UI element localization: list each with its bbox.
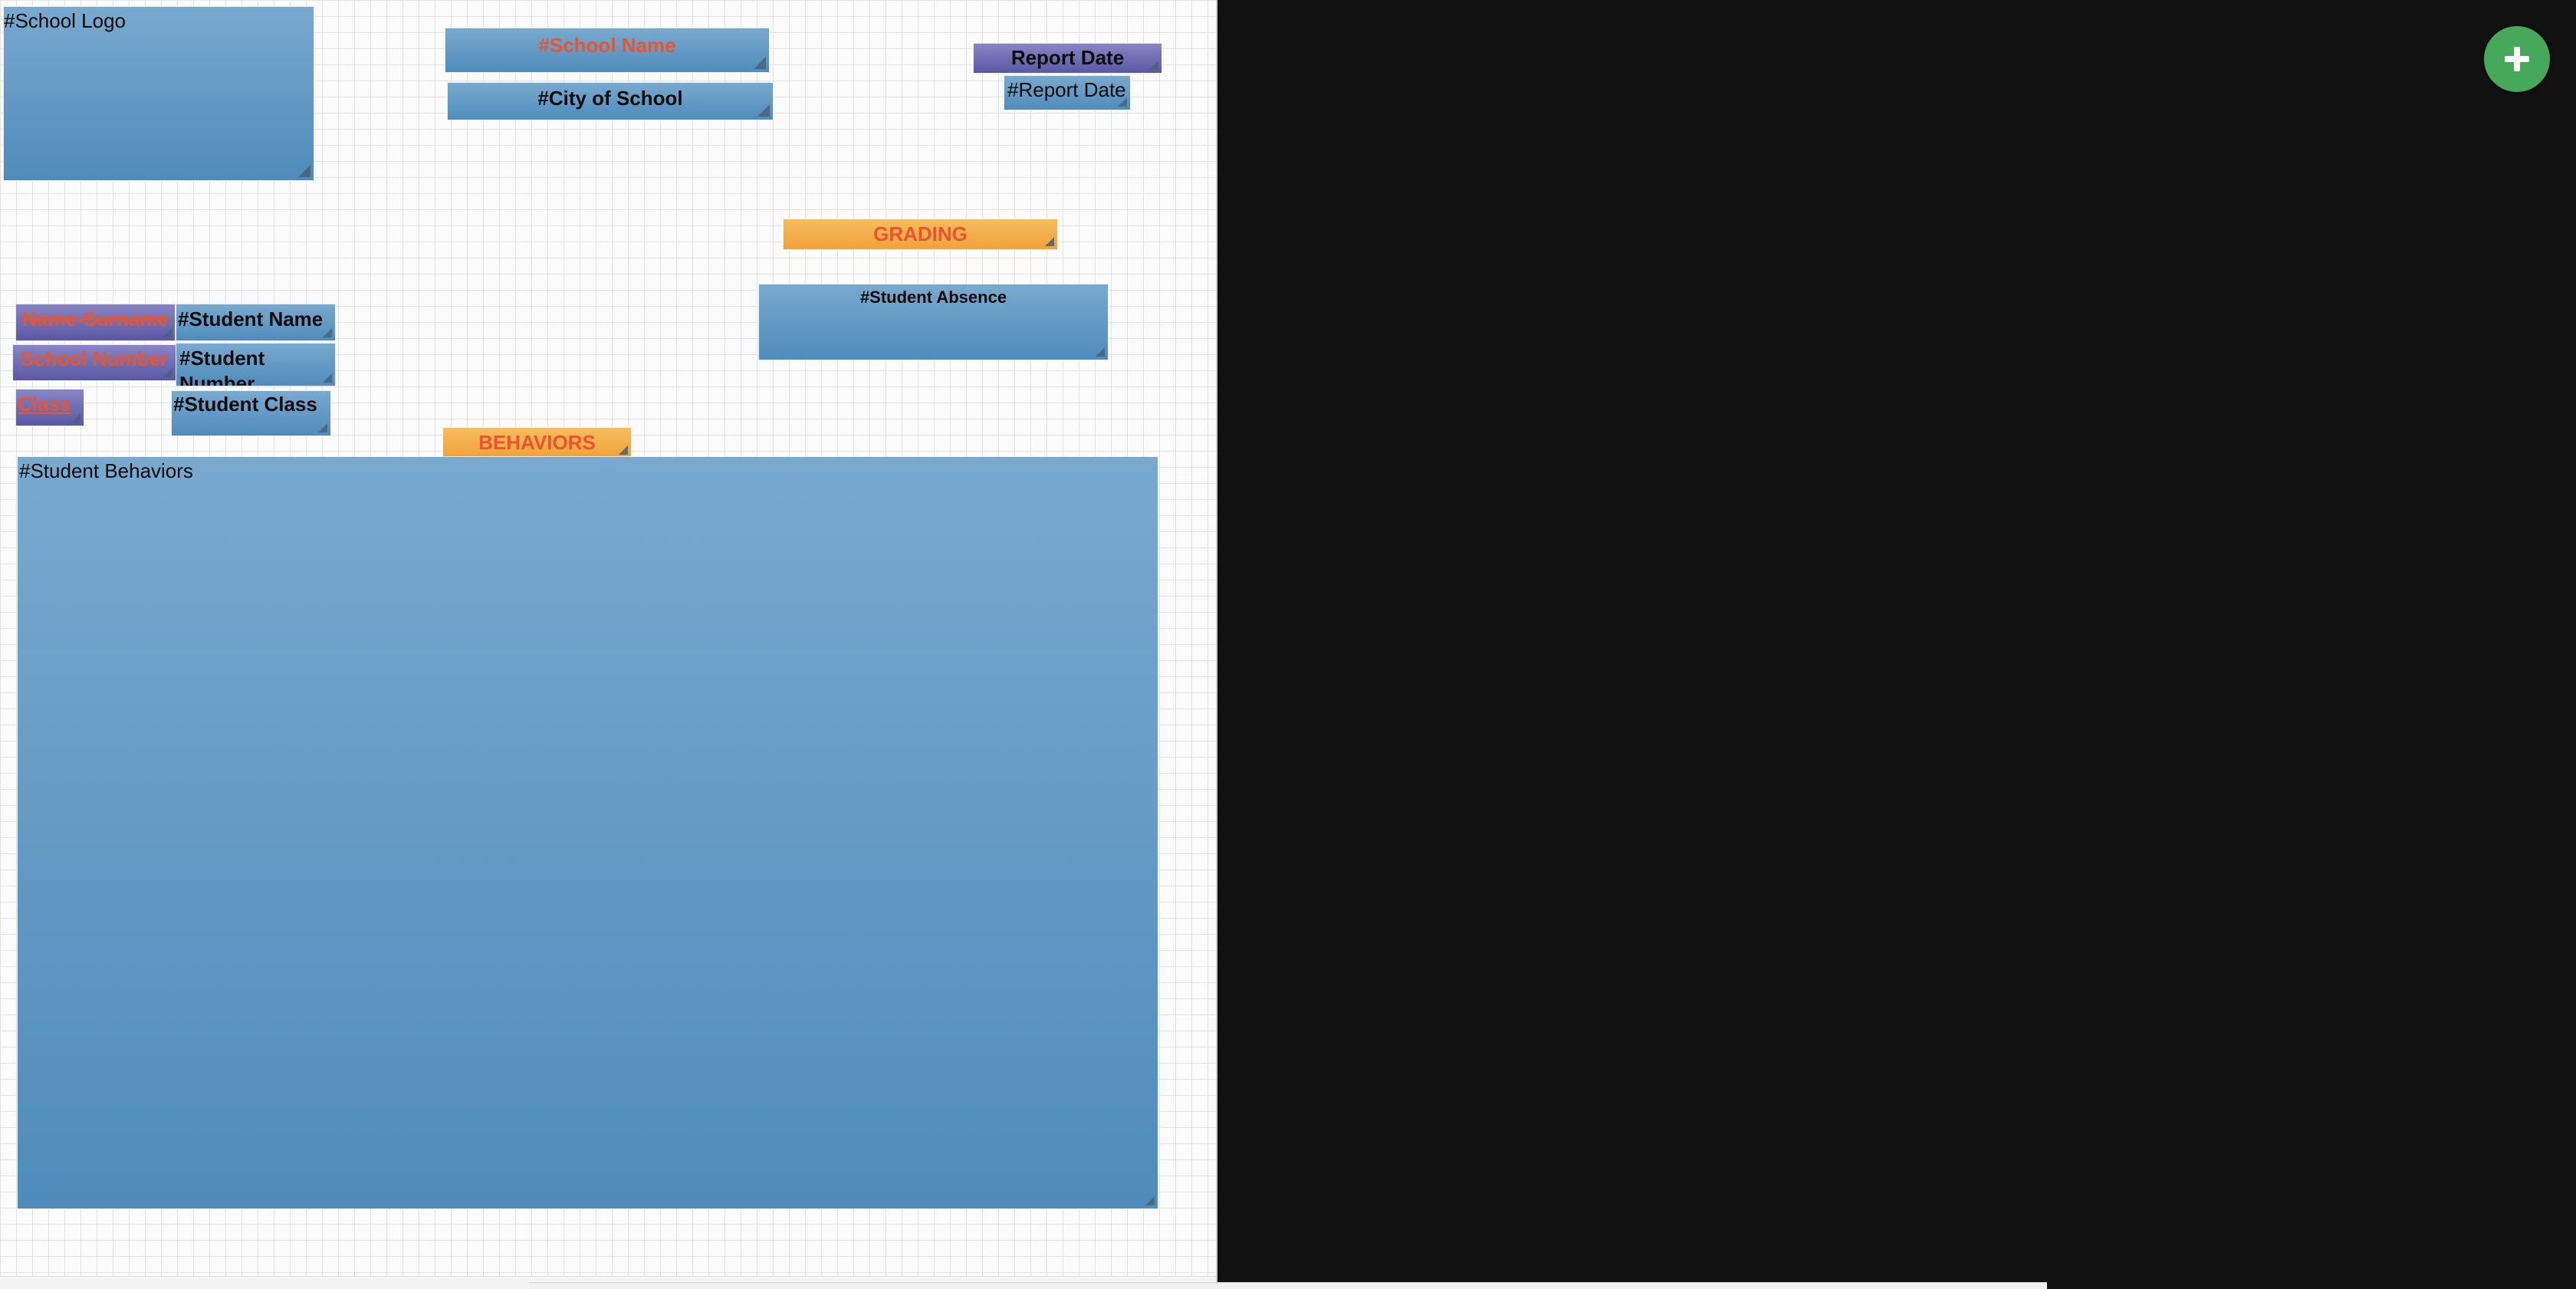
city-of-school-label: #City of School — [537, 87, 683, 110]
report-date-label-field[interactable]: Report Date — [973, 43, 1162, 74]
resize-handle[interactable] — [754, 57, 766, 69]
school-logo-field[interactable]: #School Logo — [3, 6, 314, 181]
student-number-label: #Student Number — [179, 347, 265, 386]
student-class-field[interactable]: #Student Class — [171, 390, 331, 436]
resize-handle[interactable] — [163, 368, 172, 377]
report-date-value-field[interactable]: #Report Date — [1004, 75, 1131, 110]
report-design-canvas[interactable]: #School Logo #School Name #City of Schoo… — [0, 0, 1217, 1289]
resize-handle[interactable] — [323, 373, 332, 383]
resize-handle[interactable] — [1145, 1196, 1155, 1205]
grading-label: GRADING — [873, 222, 968, 245]
city-of-school-field[interactable]: #City of School — [447, 82, 774, 120]
behaviors-header-field[interactable]: BEHAVIORS — [442, 427, 632, 459]
resize-handle[interactable] — [1045, 237, 1054, 246]
student-name-label: #Student Name — [178, 307, 324, 330]
resize-handle[interactable] — [323, 328, 332, 337]
student-number-field[interactable]: #Student Number — [176, 343, 336, 386]
resize-handle[interactable] — [298, 165, 310, 177]
resize-handle[interactable] — [318, 423, 327, 432]
student-class-label: #Student Class — [173, 393, 317, 416]
class-label: Class — [18, 393, 71, 416]
report-date-value: #Report Date — [1007, 78, 1126, 101]
plus-icon — [2505, 47, 2529, 71]
behaviors-label: BEHAVIORS — [478, 431, 596, 454]
school-name-field[interactable]: #School Name — [445, 28, 770, 73]
name-surname-label-field[interactable]: Name-Surname — [15, 304, 176, 341]
student-absence-field[interactable]: #Student Absence — [758, 284, 1109, 360]
resize-handle[interactable] — [1096, 347, 1105, 357]
horizontal-scrollbar[interactable] — [529, 1282, 2047, 1289]
resize-handle[interactable] — [163, 328, 172, 337]
name-surname-label: Name-Surname — [22, 307, 169, 330]
report-date-label: Report Date — [1010, 46, 1125, 69]
class-label-field[interactable]: Class — [15, 389, 84, 426]
resize-handle[interactable] — [619, 446, 628, 455]
school-logo-label: #School Logo — [4, 9, 127, 32]
resize-handle[interactable] — [71, 413, 80, 423]
resize-handle[interactable] — [757, 104, 770, 117]
grading-header-field[interactable]: GRADING — [783, 219, 1058, 250]
school-number-label: School Number — [20, 347, 169, 370]
resize-handle[interactable] — [1149, 61, 1158, 70]
school-number-label-field[interactable]: School Number — [12, 344, 176, 381]
student-behaviors-label: #Student Behaviors — [19, 459, 193, 482]
add-button[interactable] — [2484, 26, 2550, 92]
resize-handle[interactable] — [1118, 97, 1127, 107]
student-behaviors-field[interactable]: #Student Behaviors — [17, 456, 1158, 1209]
student-name-field[interactable]: #Student Name — [176, 304, 336, 341]
student-absence-label: #Student Absence — [859, 288, 1007, 307]
school-name-label: #School Name — [538, 34, 676, 57]
